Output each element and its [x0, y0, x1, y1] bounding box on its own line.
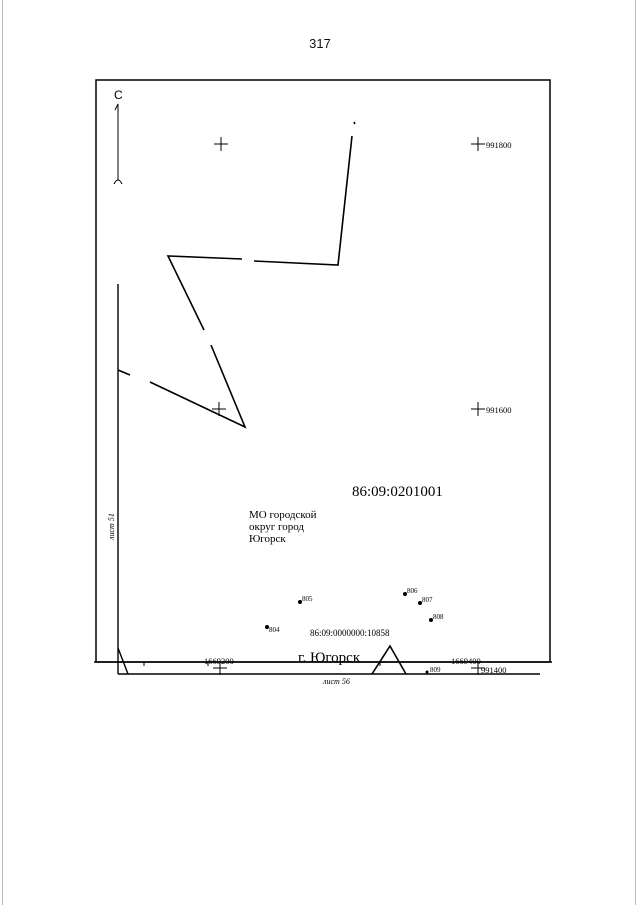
point-marker	[429, 618, 433, 622]
grid-label-991600: 991600	[486, 405, 512, 415]
point-marker	[425, 670, 429, 674]
point-label: 808	[433, 613, 444, 621]
parcel-number: 86:09:0000000:10858	[310, 628, 390, 638]
point-marker	[298, 600, 302, 604]
point-marker	[418, 601, 422, 605]
quarter-number: 86:09:0201001	[352, 484, 443, 500]
point-label: 807	[422, 596, 433, 604]
point-label: 805	[302, 595, 313, 603]
municipality-line-3: Югорск	[249, 533, 286, 545]
municipality-line-1: МО городской	[249, 509, 317, 521]
point-marker	[265, 625, 269, 629]
grid-label-991800: 991800	[486, 140, 512, 150]
quarter-boundary	[117, 121, 356, 429]
point-marker	[403, 592, 407, 596]
page-number: 317	[309, 36, 331, 51]
municipality-line-2: округ город	[249, 521, 304, 533]
grid-crosses	[212, 137, 485, 675]
survey-points: 804 805 806 807 808 809	[265, 587, 444, 674]
point-label: 806	[407, 587, 418, 595]
grid-label-991400: 991400	[481, 665, 507, 675]
sheet-label-left: лист 51	[107, 513, 116, 541]
grid-label-1669200: 1669200	[204, 656, 234, 666]
point-label: 809	[430, 666, 441, 674]
point-label: 804	[269, 626, 280, 634]
sheet-boundary-left	[117, 284, 129, 675]
scan-edge-right	[635, 0, 636, 905]
map-frame	[95, 79, 551, 663]
parcel-triangle	[371, 644, 407, 675]
city-label: г. Югорск	[298, 650, 361, 666]
north-label: С	[114, 88, 123, 102]
north-arrow	[113, 103, 123, 185]
scan-edge-left	[2, 0, 3, 905]
grid-label-1669400: 1669400	[451, 656, 481, 666]
sheet-label-bottom: лист 56	[322, 677, 350, 686]
